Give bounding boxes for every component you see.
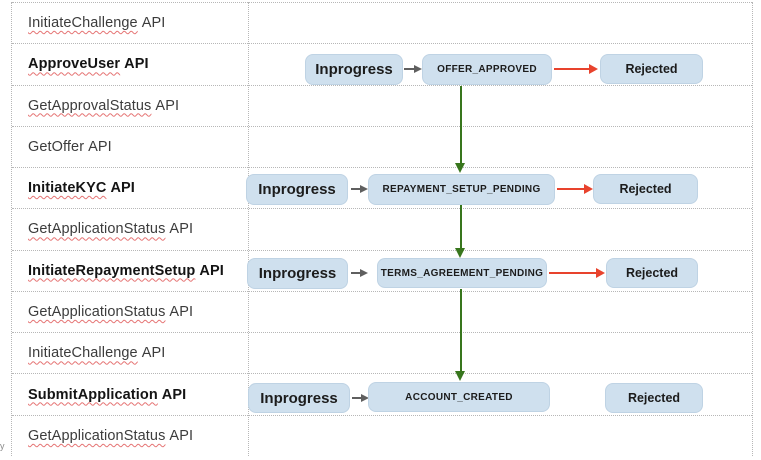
arrow-right-icon xyxy=(589,64,598,74)
inprogress-node: Inprogress xyxy=(305,54,403,85)
table-row: GetApprovalStatus API xyxy=(12,84,752,126)
table-row: InitiateKYC API xyxy=(12,167,752,208)
arrow-right-icon xyxy=(360,185,368,193)
rejected-node: Rejected xyxy=(593,174,698,204)
table-row: InitiateChallenge API xyxy=(12,332,752,373)
table-row: ApproveUser API xyxy=(12,43,752,84)
transition-arrow xyxy=(351,188,361,190)
api-label: ApproveUser xyxy=(28,56,121,73)
rejected-node: Rejected xyxy=(605,383,703,413)
inprogress-node: Inprogress xyxy=(248,383,350,413)
api-table: InitiateChallenge API ApproveUser API Ge… xyxy=(11,2,753,456)
api-label-suffix: API xyxy=(124,56,149,73)
success-transition-line xyxy=(460,86,462,163)
api-label: InitiateRepaymentSetup xyxy=(28,262,196,279)
api-label-suffix: API xyxy=(169,221,194,238)
api-label: GetApplicationStatus xyxy=(28,427,166,444)
table-row: GetApplicationStatus API xyxy=(12,208,752,249)
arrow-right-icon xyxy=(584,184,593,194)
api-label-suffix: API xyxy=(169,303,194,320)
table-row: InitiateRepaymentSetup API xyxy=(12,249,752,291)
table-row: SubmitApplication API xyxy=(12,373,752,414)
reject-arrow xyxy=(549,272,597,274)
table-row: GetApplicationStatus API xyxy=(12,414,752,456)
api-label-suffix: API xyxy=(161,386,187,403)
api-label: GetApprovalStatus xyxy=(28,97,152,114)
arrow-down-icon xyxy=(455,371,465,381)
api-label: GetApplicationStatus xyxy=(28,221,166,238)
arrow-down-icon xyxy=(455,248,465,258)
table-row: InitiateChallenge API xyxy=(12,2,752,43)
reject-arrow xyxy=(554,68,590,70)
reject-arrow xyxy=(557,188,585,190)
table-row: GetOffer API xyxy=(12,125,752,167)
api-label-suffix: API xyxy=(141,15,166,32)
state-node-offer-approved: OFFER_APPROVED xyxy=(422,54,552,85)
api-label: GetApplicationStatus xyxy=(28,303,166,320)
column-divider xyxy=(248,2,249,456)
api-label: SubmitApplication xyxy=(28,386,158,403)
api-label-suffix: API xyxy=(88,138,112,155)
api-label-suffix: API xyxy=(110,180,135,197)
api-label: InitiateChallenge xyxy=(28,345,138,362)
state-node-repayment-setup-pending: REPAYMENT_SETUP_PENDING xyxy=(368,174,555,205)
arrow-right-icon xyxy=(360,269,368,277)
arrow-down-icon xyxy=(455,163,465,173)
state-node-account-created: ACCOUNT_CREATED xyxy=(368,382,550,412)
transition-arrow xyxy=(351,272,361,274)
api-label-suffix: API xyxy=(155,97,180,114)
success-transition-line xyxy=(460,289,462,371)
api-label: GetOffer xyxy=(28,138,85,155)
inprogress-node: Inprogress xyxy=(247,258,348,289)
arrow-right-icon xyxy=(596,268,605,278)
arrow-right-icon xyxy=(361,394,369,402)
api-label: InitiateKYC xyxy=(28,180,107,197)
state-node-terms-agreement-pending: TERMS_AGREEMENT_PENDING xyxy=(377,258,547,288)
table-row: GetApplicationStatus API xyxy=(12,290,752,332)
rejected-node: Rejected xyxy=(600,54,703,84)
clipped-text-fragment: y xyxy=(0,441,5,451)
inprogress-node: Inprogress xyxy=(246,174,348,205)
transition-arrow xyxy=(404,68,415,70)
success-transition-line xyxy=(460,205,462,248)
rejected-node: Rejected xyxy=(606,258,698,288)
api-label-suffix: API xyxy=(199,262,224,279)
api-label-suffix: API xyxy=(169,427,194,444)
transition-arrow xyxy=(352,397,362,399)
api-label-suffix: API xyxy=(141,345,166,362)
api-label: InitiateChallenge xyxy=(28,15,138,32)
arrow-right-icon xyxy=(414,65,422,73)
